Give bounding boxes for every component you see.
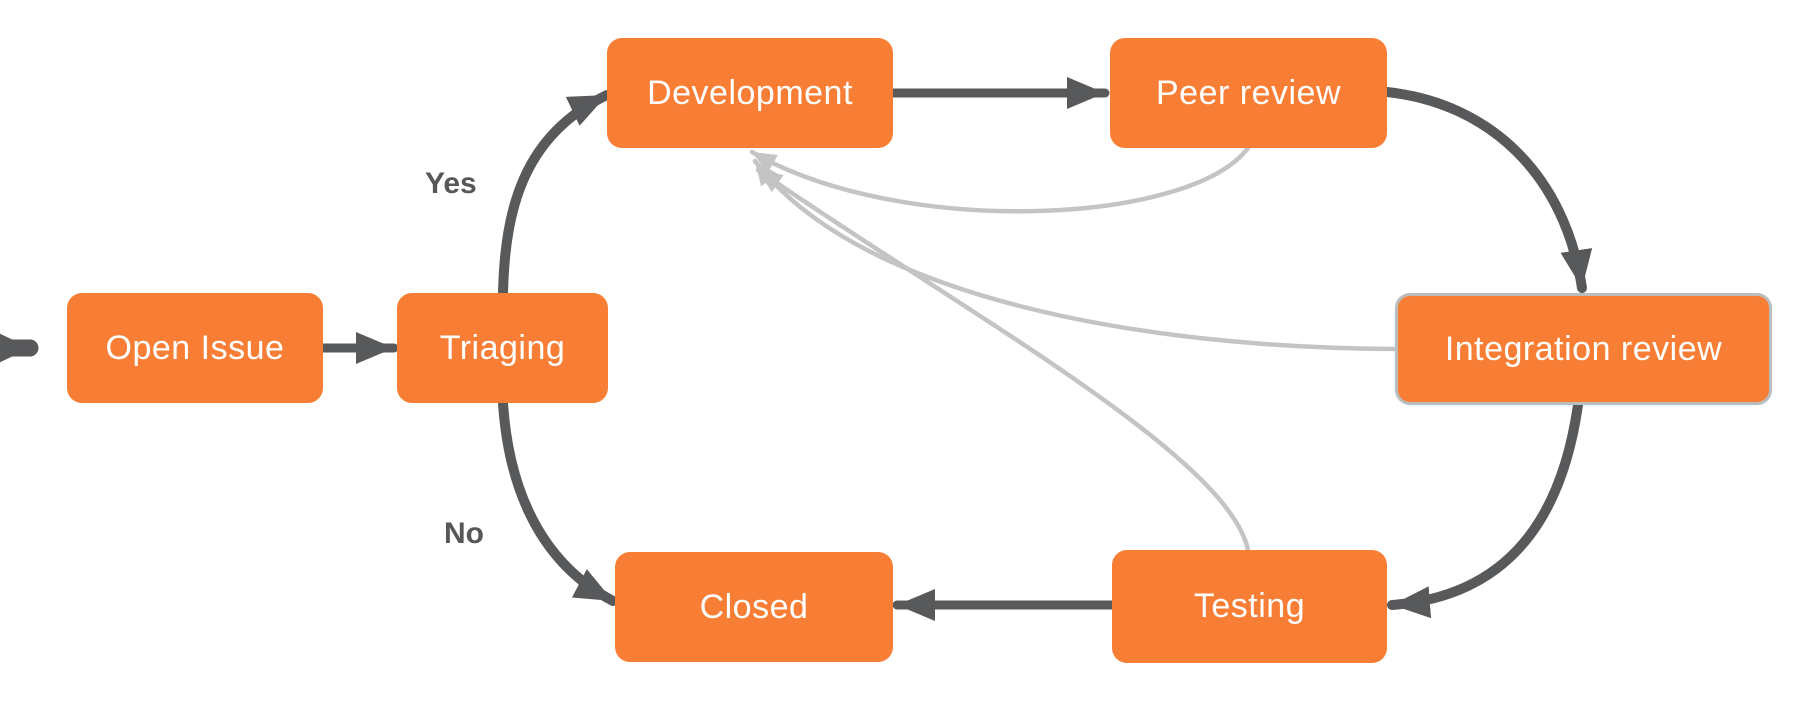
edge-triaging-closed-no — [498, 398, 618, 606]
edge-label-no: No — [444, 517, 484, 550]
edge-triaging-development-yes — [498, 90, 612, 298]
node-testing: Testing — [1112, 550, 1387, 663]
node-development: Development — [607, 38, 893, 148]
edge-peer-review-development-feedback — [749, 145, 1251, 214]
node-triaging: Triaging — [397, 293, 608, 403]
edge-peer-review-integration-review — [1382, 87, 1593, 293]
edge-testing-development-feedback — [755, 167, 1251, 553]
edge-integration-review-testing — [1387, 400, 1583, 619]
edge-label-yes: Yes — [425, 167, 477, 200]
node-peer-review: Peer review — [1110, 38, 1387, 148]
node-integration-review: Integration review — [1395, 293, 1772, 405]
node-open-issue: Open Issue — [67, 293, 323, 403]
node-closed: Closed — [615, 552, 893, 662]
edge-integration-review-development-feedback — [752, 158, 1398, 352]
